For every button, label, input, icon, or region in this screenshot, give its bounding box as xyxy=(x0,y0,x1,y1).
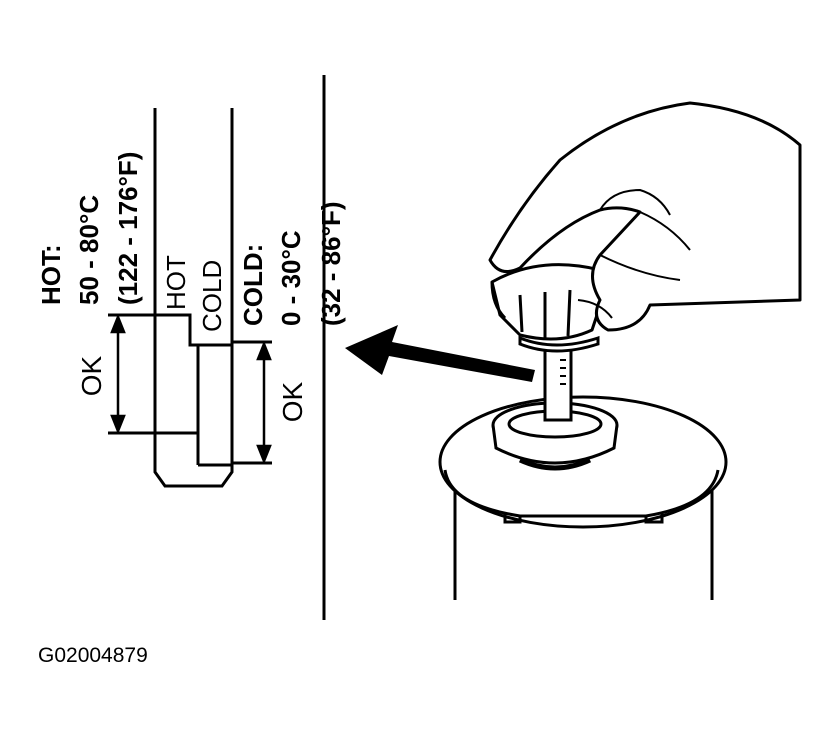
figure-id: G02004879 xyxy=(38,644,148,667)
hot-fahrenheit-range: (122 - 176°F) xyxy=(113,152,143,305)
cold-fahrenheit-range: (32 - 86°F) xyxy=(316,201,346,326)
dipstick-rod xyxy=(543,343,573,422)
hot-celsius-range: 50 - 80°C xyxy=(74,195,104,305)
hot-heading: HOT: xyxy=(36,244,66,305)
dipstick-hot-mark: HOT xyxy=(161,255,191,310)
dipstick-step xyxy=(155,313,232,347)
pointer-arrow xyxy=(345,325,535,382)
reservoir-body xyxy=(453,485,714,600)
hand xyxy=(488,101,802,332)
cold-heading: COLD: xyxy=(238,244,268,326)
reservoir-illustration xyxy=(438,335,728,600)
hot-ok-label: OK xyxy=(76,355,107,396)
cold-celsius-range: 0 - 30°C xyxy=(276,230,306,326)
dipstick-cold-mark: COLD xyxy=(197,260,227,332)
dipstick-outline xyxy=(153,108,234,488)
dipstick-detail xyxy=(108,108,272,488)
cold-ok-range-arrow xyxy=(256,340,272,465)
hot-ok-range-arrow xyxy=(110,313,126,435)
hand-with-cap xyxy=(488,101,802,341)
cold-ok-label: OK xyxy=(277,381,308,422)
